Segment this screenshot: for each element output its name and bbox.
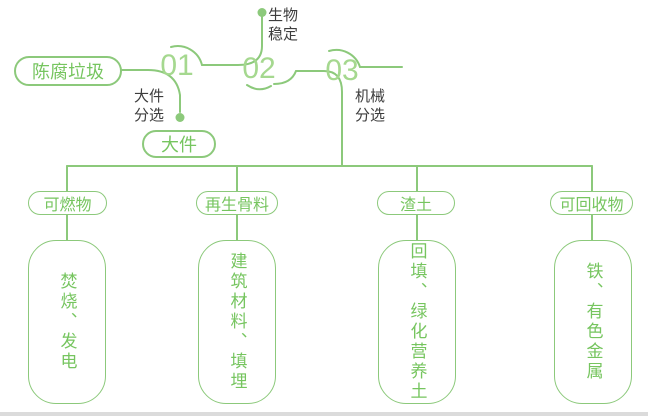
detail-text: 焚烧、发电 — [57, 272, 77, 372]
step-1-number: 01 — [160, 49, 194, 82]
detail-node-recycled-aggregate: 建筑材料、填埋 — [198, 240, 276, 404]
source-node: 陈腐垃圾 — [14, 56, 122, 86]
step2-to-step3-line — [273, 70, 343, 167]
step-3-annotation: 机械 分选 — [355, 88, 386, 124]
step-2-annotation: 生物 稳定 — [268, 7, 299, 43]
source-to-bulky-line — [121, 69, 181, 113]
detail-node-slag-soil: 回填、绿化营养土 — [378, 240, 456, 404]
detail-text: 建筑材料、填埋 — [227, 252, 247, 392]
step-3-number: 03 — [325, 54, 359, 87]
bulky-item-node: 大件 — [142, 130, 216, 158]
step-2-number: 02 — [242, 52, 276, 85]
step2-under-arc — [246, 84, 272, 91]
category-node-slag-soil: 渣土 — [377, 191, 455, 215]
detail-text: 铁、有色金属 — [583, 262, 603, 382]
category-node-combustibles: 可燃物 — [28, 191, 107, 215]
step3-out-line — [328, 48, 403, 68]
category-node-recyclables: 可回收物 — [550, 191, 633, 215]
step1-to-step2-line — [170, 16, 263, 66]
detail-text: 回填、绿化营养土 — [407, 242, 427, 402]
category-node-recycled-aggregate: 再生骨料 — [196, 191, 278, 215]
bottom-edge-bar — [0, 412, 648, 416]
bio-dot — [257, 8, 267, 17]
bulky-dot — [175, 113, 185, 122]
detail-node-recyclables: 铁、有色金属 — [554, 240, 632, 404]
step-1-annotation: 大件 分选 — [134, 88, 165, 124]
detail-node-combustibles: 焚烧、发电 — [28, 240, 106, 404]
